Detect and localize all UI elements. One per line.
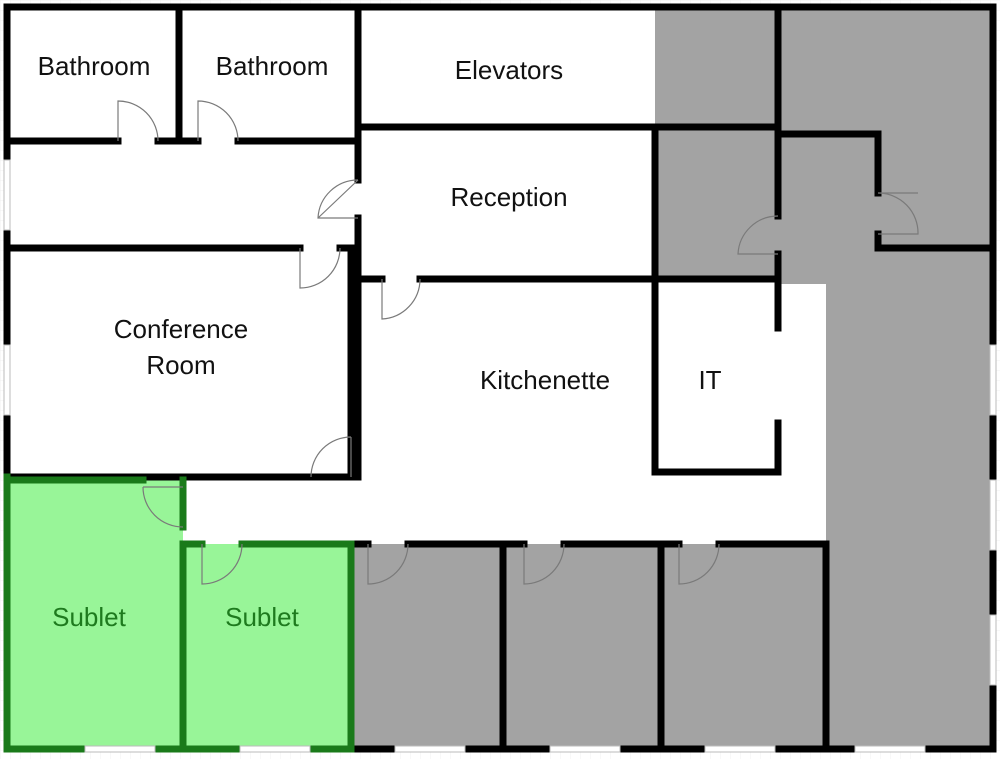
sublet-left-area [7,477,183,749]
door-conference-bottom [310,436,352,478]
window-office-2 [549,745,621,753]
window-east-2 [989,479,997,551]
window-office-3 [704,745,776,753]
label-elevators: Elevators [455,55,563,85]
door-sublet-left [142,486,184,528]
sublet-right-area [183,544,351,749]
door-storage [877,192,919,235]
label-conference-line1: Conference [114,314,248,344]
door-kitchenette [381,278,421,320]
door-sublet-right [201,543,243,585]
window-corridor [3,159,11,231]
door-bathroom-left [117,100,159,142]
sublet-areas [7,477,351,749]
unused-area-top [655,10,778,127]
label-kitchenette: Kitchenette [480,365,610,395]
window-east-1 [989,344,997,416]
window-sublet-right [239,745,311,753]
label-conference-line2: Room [146,350,215,380]
door-bathroom-right [197,100,239,142]
label-sublet-right: Sublet [225,602,299,632]
doors [117,100,919,585]
window-sublet-left [84,745,156,753]
unused-area-offices [351,544,826,749]
window-east-bottom [854,745,926,753]
door-office-3 [678,543,720,585]
label-sublet-left: Sublet [52,602,126,632]
label-it: IT [698,365,721,395]
window-conference [3,344,11,416]
unused-area-east [826,280,993,749]
label-bathroom-right: Bathroom [216,51,329,81]
unused-areas [351,10,993,749]
door-closet [737,215,779,255]
door-office-1 [367,543,409,585]
label-bathroom-left: Bathroom [38,51,151,81]
door-conference-top [299,247,341,289]
label-reception: Reception [450,182,567,212]
door-office-2 [523,543,565,585]
unused-area-top-right [778,10,993,284]
sublet-doors [142,486,243,585]
unused-area-closet [655,127,778,281]
window-east-3 [989,614,997,686]
room-labels: Bathroom Bathroom Elevators Reception Co… [38,51,722,632]
door-reception [317,179,359,219]
windows [3,159,997,753]
window-office-1 [394,745,466,753]
